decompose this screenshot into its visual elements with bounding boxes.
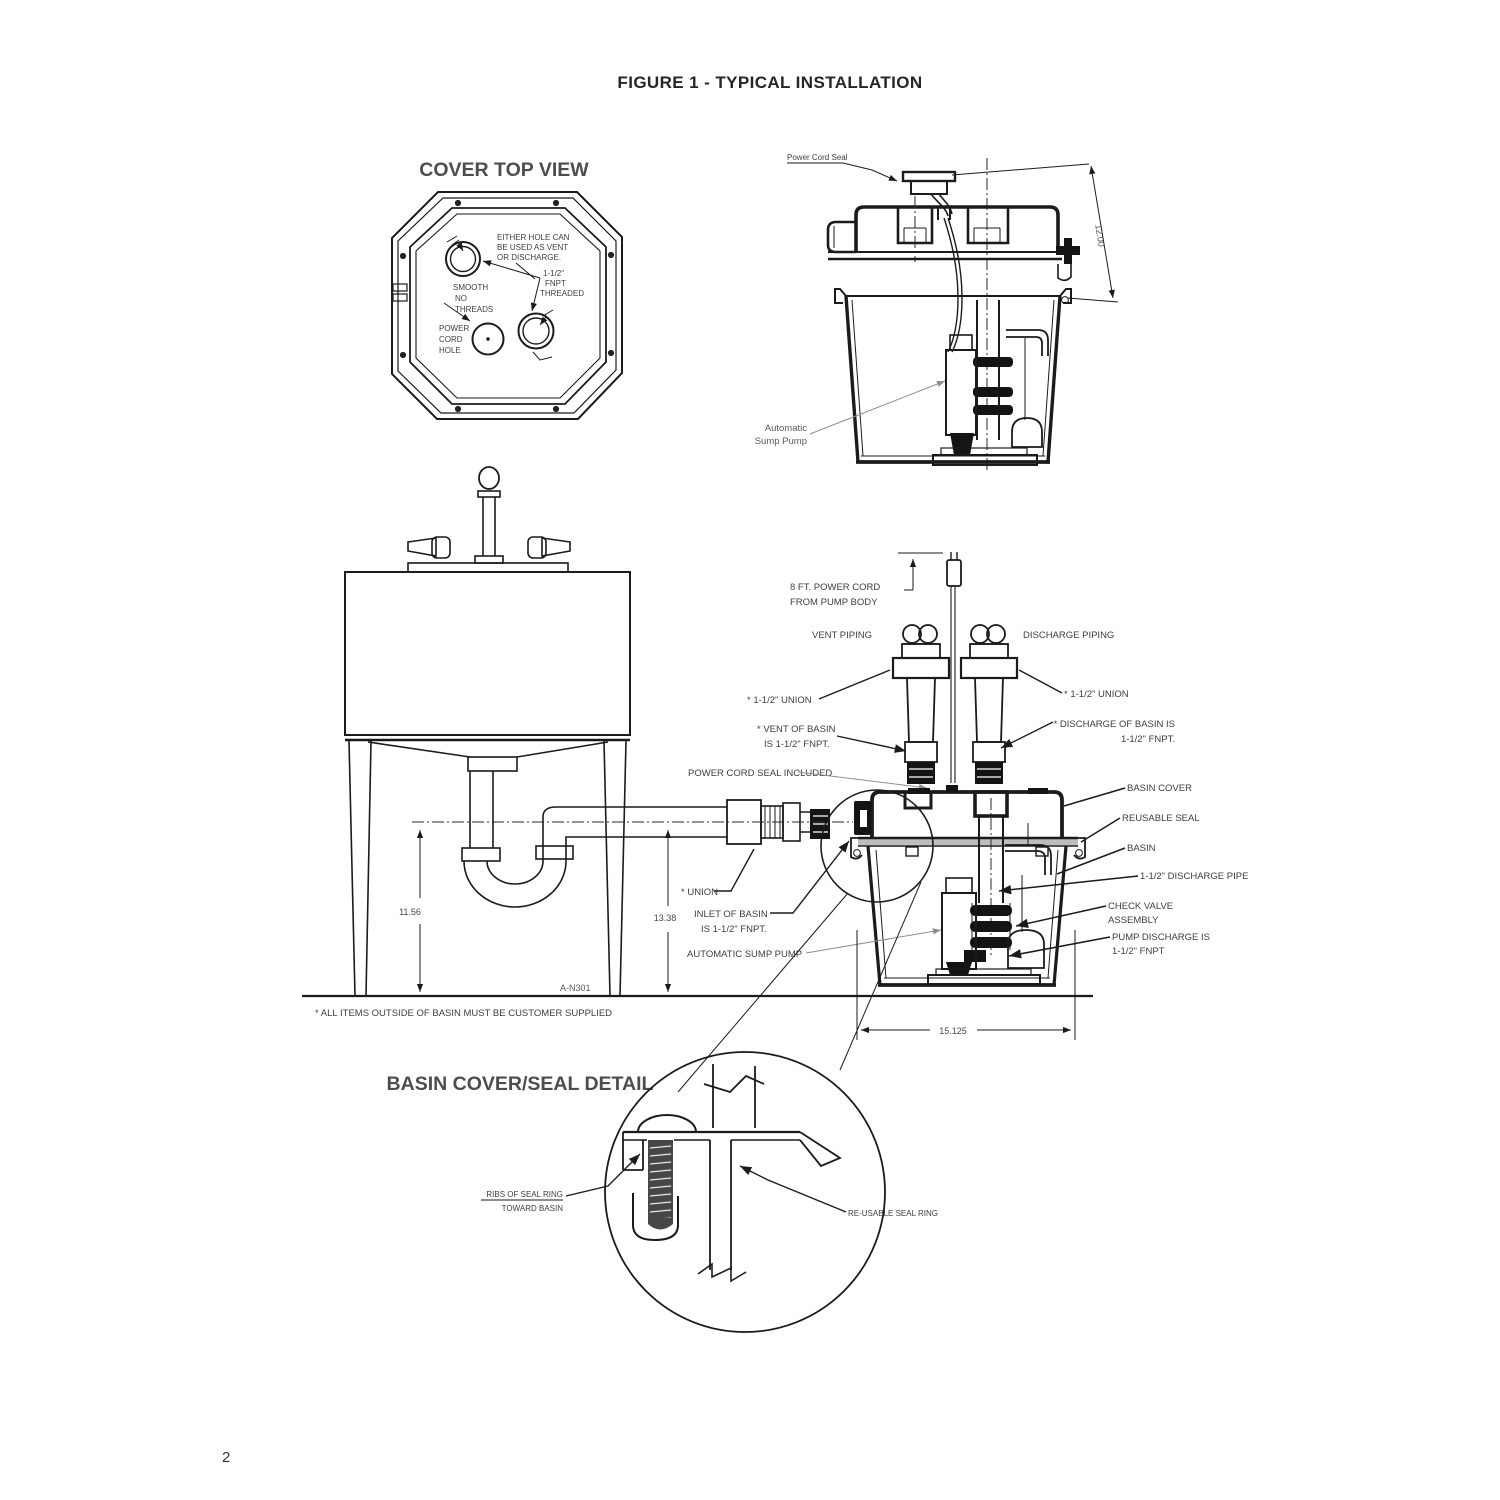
power-cord [943,217,963,353]
auto-pump-label: Automatic [765,423,807,434]
sink-legs [348,740,627,997]
discharge-of-basin-label: * DISCHARGE OF BASIN IS [1054,719,1175,730]
dim-inlet-value: 13.38 [654,913,677,923]
power-cord-hole-label: POWER [439,324,469,333]
detail-circle [604,1051,886,1333]
either-hole-note: EITHER HOLE CAN [497,233,570,242]
inlet-label: IS 1-1/2" FNPT. [701,924,767,935]
basin-label: BASIN [1127,843,1156,854]
inlet-label: INLET OF BASIN [694,909,768,920]
power-cord-note: FROM PUMP BODY [790,597,878,608]
basin-lid [826,196,1080,282]
check-valve-label: ASSEMBLY [1108,915,1159,926]
cover-top-view-heading: COVER TOP VIEW [419,159,589,181]
basin-cover-label: BASIN COVER [1127,783,1192,794]
vent-of-basin-label: * VENT OF BASIN [757,724,836,735]
seal-detail: BASIN COVER/SEAL DETAIL RIBS OF SEAL RIN… [387,789,938,1333]
installation-view: 8 FT. POWER CORD FROM PUMP BODY VENT PIP… [302,552,1248,1040]
pump-discharge-label: PUMP DISCHARGE IS [1112,932,1210,943]
power-cord-seal-label: Power Cord Seal [787,153,848,162]
auto-sump-pump-label: AUTOMATIC SUMP PUMP [687,949,802,960]
detail-drawing [622,1064,842,1283]
union-right-label: * 1-1/2" UNION [1064,689,1129,700]
dimensions: 11.56 13.38 A-N301 15.125 [302,830,1093,1040]
cover-top-view: COVER TOP VIEW [391,159,623,420]
discharge-piping-label: DISCHARGE PIPING [1023,630,1114,641]
laundry-sink [344,466,853,997]
pump-discharge-label: 1-1/2" FNPT [1112,946,1165,957]
callout-line [839,881,922,1071]
figure-title: FIGURE 1 - TYPICAL INSTALLATION [617,73,922,92]
either-hole-note: OR DISCHARGE. [497,253,561,262]
ribs-label: TOWARD BASIN [502,1204,564,1213]
auto-pump-label: Sump Pump [755,436,807,447]
smooth-note: NO [455,294,467,303]
smooth-note: SMOOTH [453,283,488,292]
ribs-label: RIBS OF SEAL RING [486,1190,563,1199]
component-labels: BASIN COVER REUSABLE SEAL BASIN 1-1/2" D… [998,783,1248,959]
dim-sink-value: 11.56 [399,907,421,917]
sink-tub [344,571,631,736]
dimension-12: 12.00 [951,163,1119,303]
union-label: * UNION [681,887,718,898]
seal-ring-label: RE-USABLE SEAL RING [848,1209,938,1218]
vent-piping-label: VENT PIPING [812,630,872,641]
discharge-pipe-label: 1-1/2" DISCHARGE PIPE [1140,871,1248,882]
power-cord-note: 8 FT. POWER CORD [790,582,880,593]
threaded-hole-bottom [517,309,555,361]
hinge-tab [392,283,408,292]
threaded-hole-top [445,235,481,277]
drain-and-trap [367,741,727,908]
reusable-seal-label: REUSABLE SEAL [1122,813,1200,824]
power-cord-seal-part [901,170,957,217]
check-valve-label: CHECK VALVE [1108,901,1173,912]
power-cord-hole-label: CORD [439,335,463,344]
sump-pump-assembly [932,300,1049,466]
callout-line [677,892,849,1093]
power-cord-hole-label: HOLE [439,346,461,355]
vent-stack [891,624,951,784]
fnpt-note: 1-1/2" [543,269,564,278]
faucet [407,466,571,573]
drawing-number: A-N301 [560,983,591,993]
seal-detail-heading: BASIN COVER/SEAL DETAIL [387,1073,654,1095]
page-number: 2 [222,1449,230,1466]
hinge-tab [392,293,408,302]
smooth-note: THREADS [455,305,493,314]
cord-height-reference [898,552,943,591]
callout-circle-small [820,789,934,903]
cover-octagon [391,191,623,420]
auto-pump-leader [809,380,946,435]
union-left-label: * 1-1/2" UNION [747,695,812,706]
basin-side-view: Power Cord Seal [755,153,1119,472]
vent-of-basin-label: IS 1-1/2" FNPT. [764,739,830,750]
main-pump-assembly [927,798,1052,985]
power-cord-plug [946,552,962,783]
dim-width-value: 15.125 [939,1026,967,1036]
discharge-stack [959,624,1019,784]
cover-screw-holes [399,199,615,413]
cover-leader-lines [443,260,541,322]
seal-included-label: POWER CORD SEAL INCLUDED [688,768,832,779]
dim-12-value: 12.00 [1093,224,1106,248]
power-cord-hole [471,322,505,356]
discharge-of-basin-label: 1-1/2" FNPT. [1121,734,1175,745]
fnpt-note: THREADED [540,289,584,298]
either-hole-note: BE USED AS VENT [497,243,568,252]
fnpt-note: FNPT [545,279,566,288]
footnote: * ALL ITEMS OUTSIDE OF BASIN MUST BE CUS… [315,1008,612,1019]
